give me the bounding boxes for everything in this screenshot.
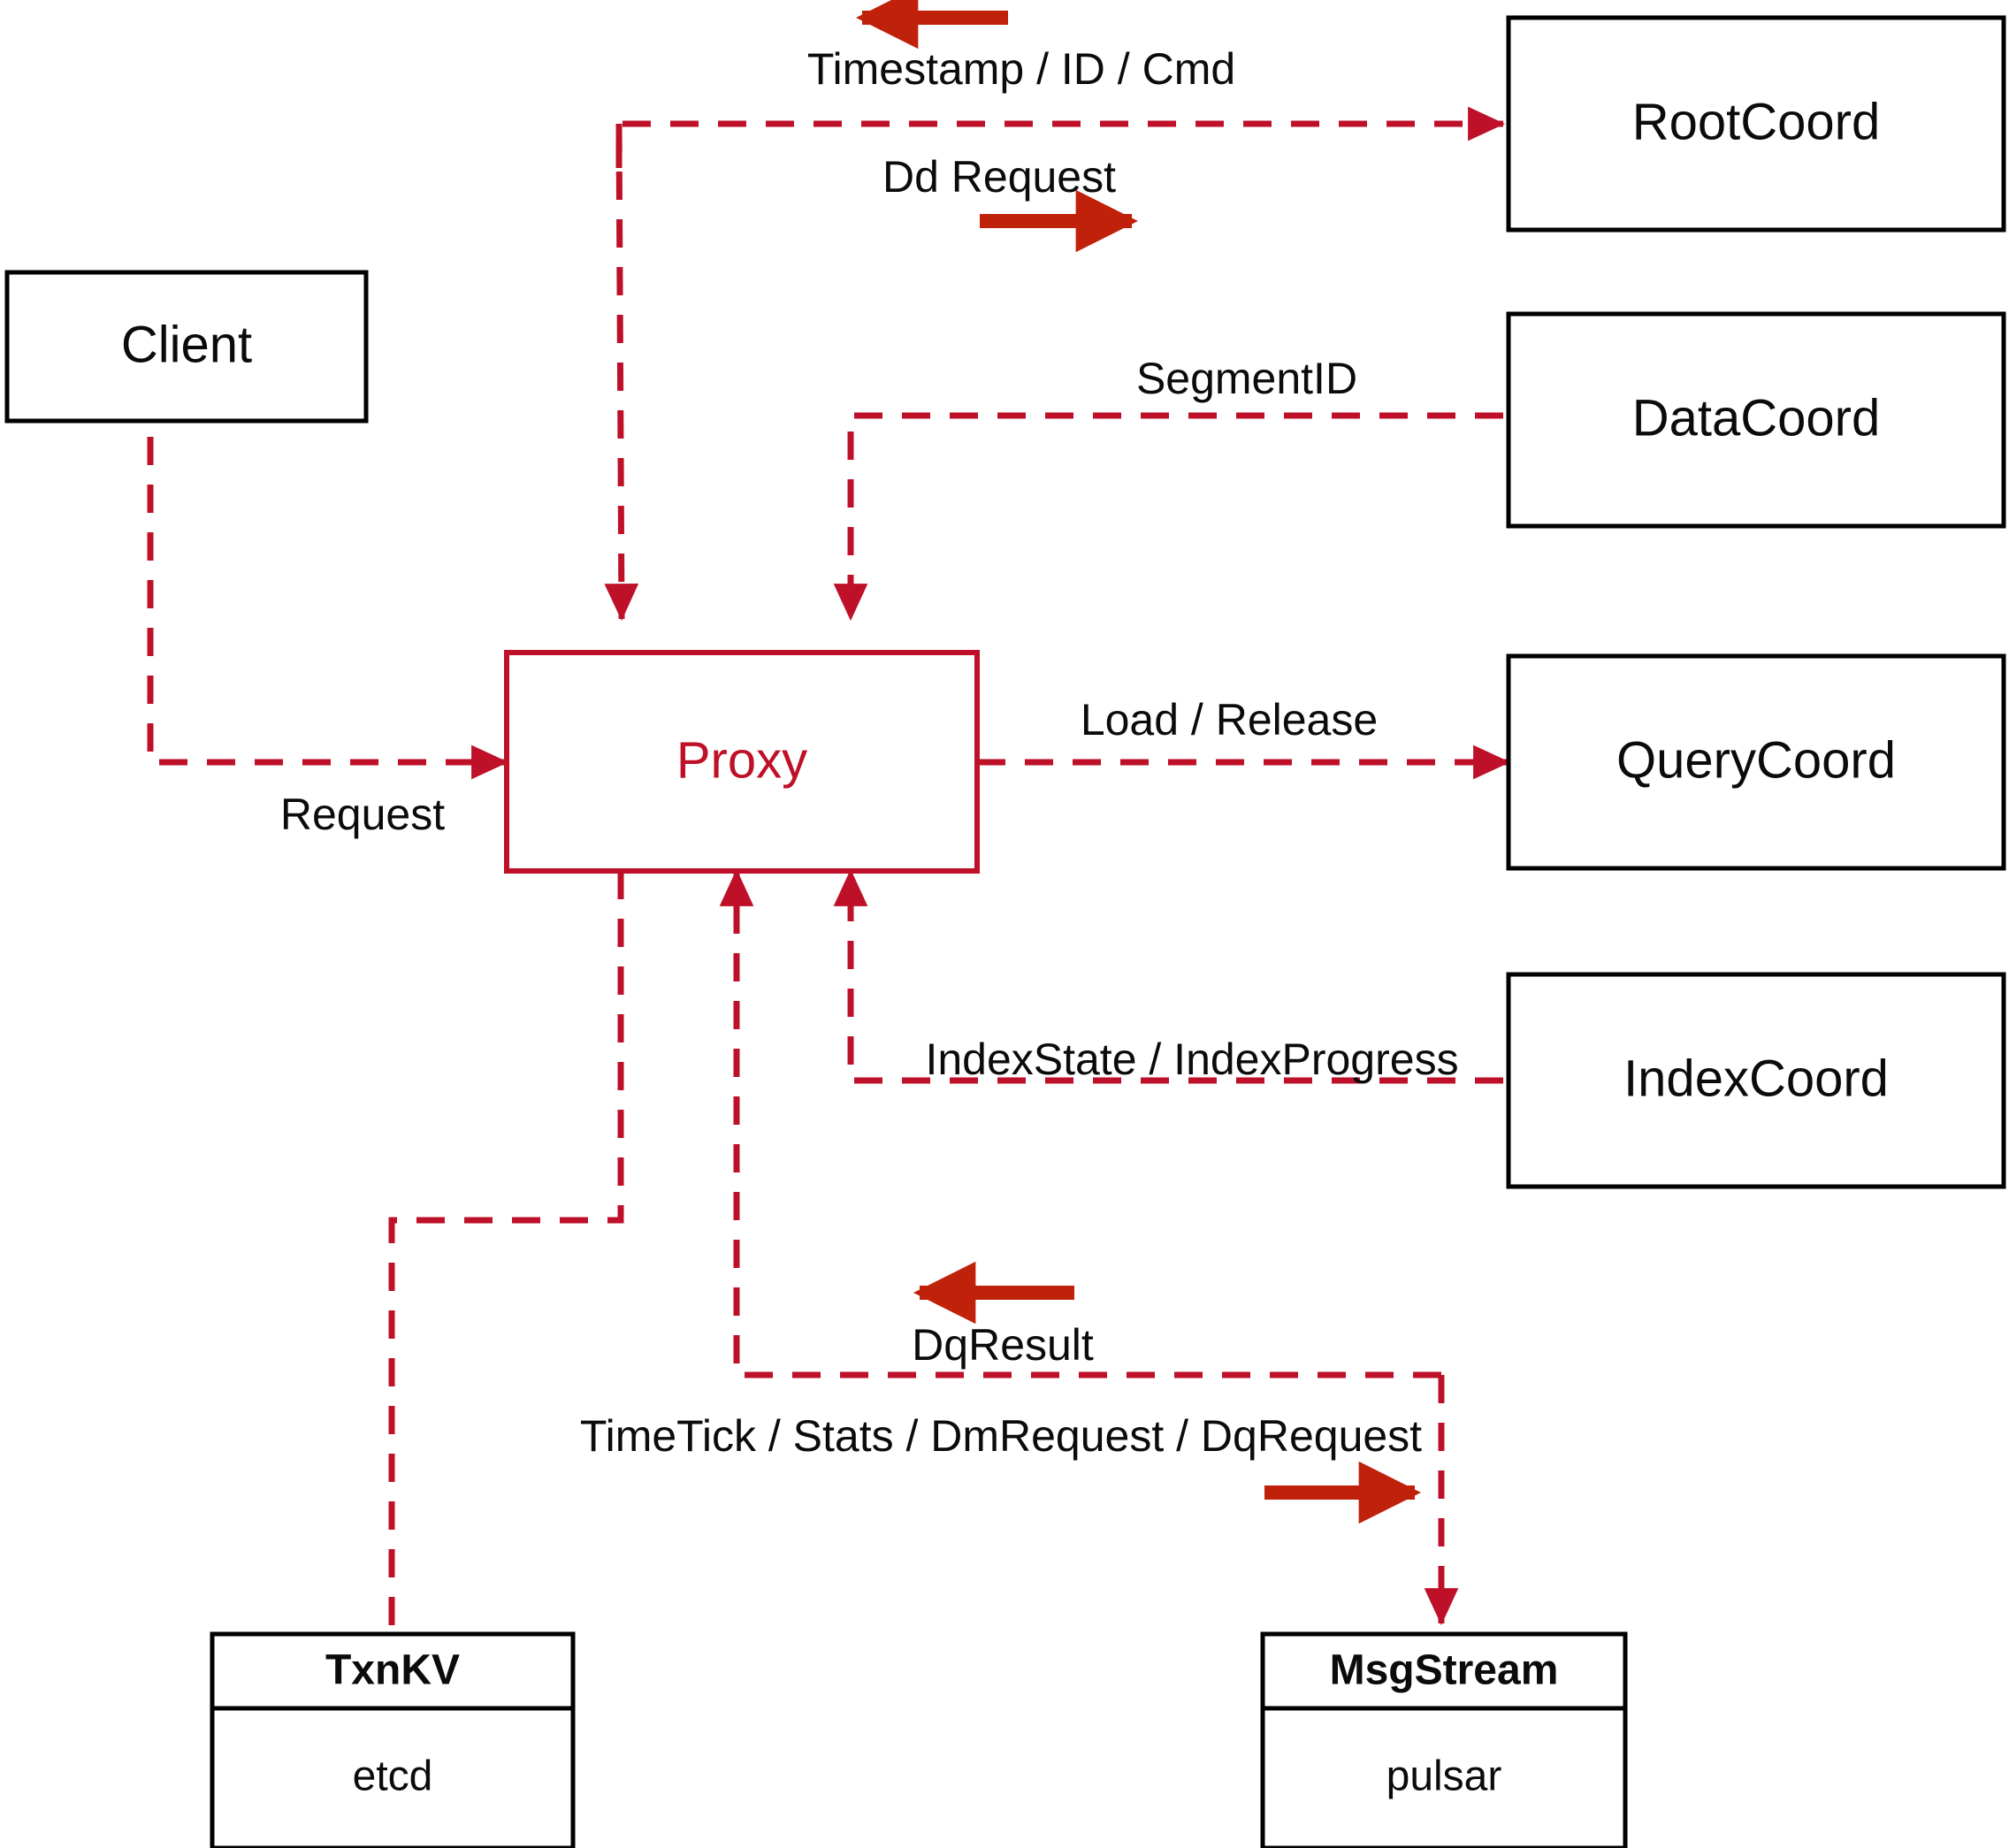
node-querycoord[interactable]: QueryCoord [1506, 653, 2006, 871]
node-indexcoord[interactable]: IndexCoord [1506, 972, 2006, 1189]
edge-txnkv-line [388, 871, 624, 1634]
edge-indexstate-line [833, 868, 1503, 1084]
node-querycoord-box [1506, 653, 2006, 871]
edge-dd-request-line [615, 106, 1506, 168]
edge-label-request: Request [280, 790, 445, 839]
node-msgstream-box [1260, 1631, 1628, 1848]
node-txnkv-label: TxnKV [325, 1647, 460, 1694]
edge-segmentid-line [833, 412, 1503, 622]
node-client-box [4, 270, 369, 424]
node-msgstream-label: MsgStream [1330, 1647, 1559, 1694]
edge-label-timestamp: Timestamp / ID / Cmd [807, 44, 1235, 94]
edge-timestamp-line [604, 123, 639, 622]
edge-label-dqresult: DqResult [912, 1320, 1094, 1370]
edge-request-line [147, 389, 509, 780]
node-msgstream-sublabel: pulsar [1386, 1753, 1502, 1800]
edge-label-indexstate: IndexState / IndexProgress [925, 1035, 1458, 1084]
node-client-label: Client [121, 316, 252, 373]
node-indexcoord-label: IndexCoord [1623, 1050, 1889, 1107]
node-txnkv-box [210, 1631, 576, 1848]
node-proxy[interactable]: Proxy [504, 650, 980, 874]
node-indexcoord-box [1506, 972, 2006, 1189]
node-msgstream[interactable]: MsgStream pulsar [1260, 1631, 1628, 1848]
node-proxy-label: Proxy [676, 731, 807, 789]
node-txnkv[interactable]: TxnKV etcd [210, 1631, 576, 1848]
edge-label-segmentid: SegmentID [1136, 354, 1357, 403]
node-proxy-box [504, 650, 980, 874]
node-rootcoord-box [1506, 15, 2006, 233]
node-client[interactable]: Client [4, 270, 369, 424]
node-datacoord-label: DataCoord [1632, 389, 1880, 447]
node-datacoord-box [1506, 311, 2006, 529]
edge-label-timetick: TimeTick / Stats / DmRequest / DqRequest [580, 1411, 1422, 1461]
node-txnkv-sublabel: etcd [353, 1753, 433, 1800]
node-datacoord[interactable]: DataCoord [1506, 311, 2006, 529]
edge-label-dd-request: Dd Request [882, 152, 1116, 202]
node-querycoord-label: QueryCoord [1616, 731, 1896, 789]
edge-dqresult-line [719, 868, 1441, 1378]
edge-label-load-release: Load / Release [1081, 695, 1378, 745]
node-rootcoord-label: RootCoord [1632, 93, 1880, 150]
node-rootcoord[interactable]: RootCoord [1506, 15, 2006, 233]
